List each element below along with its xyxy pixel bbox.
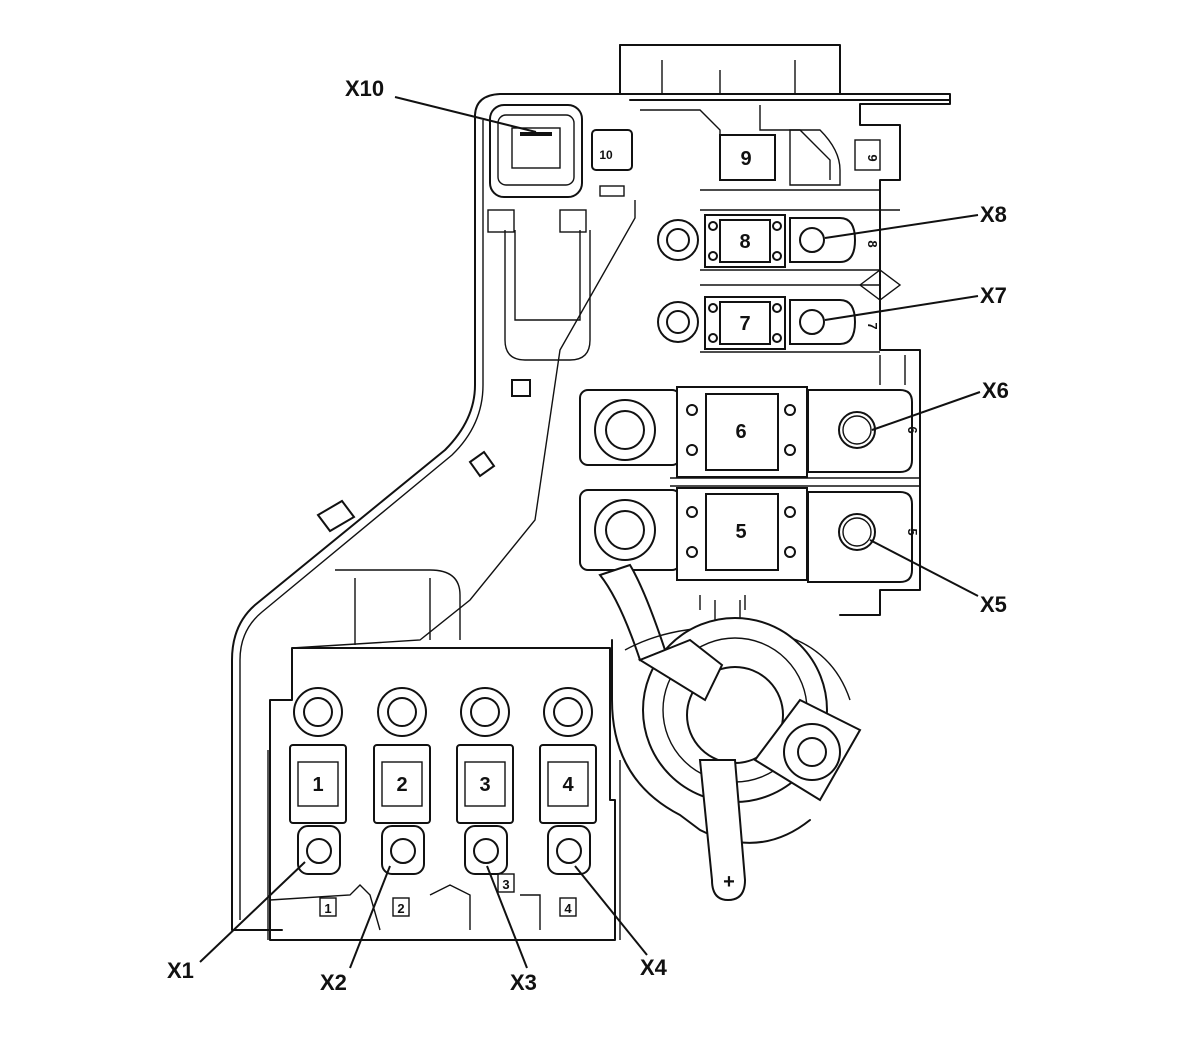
callout-labels: X10 X8 X7 X6 X5 X1 X2 X3 X4 — [167, 76, 1009, 995]
slot-9-label: 9 — [865, 154, 880, 161]
callout-x4: X4 — [640, 955, 668, 980]
fuse-5-6-area — [579, 355, 920, 583]
positive-terminal-symbol: + — [723, 871, 735, 893]
fuse-1-4-block — [267, 647, 621, 941]
slot-2-label: 2 — [397, 901, 404, 916]
slot-3-label: 3 — [502, 877, 509, 892]
fuse-9-area — [629, 99, 951, 211]
fuse-8-label: 8 — [739, 231, 750, 253]
callout-x10: X10 — [345, 76, 384, 101]
fuse-3-label: 3 — [479, 774, 490, 796]
fuse-4-label: 4 — [562, 774, 574, 796]
fuse-numbers: 1 2 3 4 5 6 7 8 9 10 — [312, 148, 751, 796]
slot-4-label: 4 — [564, 901, 572, 916]
fuse-10-label: 10 — [599, 148, 613, 162]
callout-x6: X6 — [982, 378, 1009, 403]
output-terminals — [297, 825, 591, 875]
fuse-7-8-area — [657, 214, 902, 353]
slot-5-label: 5 — [905, 528, 920, 535]
battery-terminal: + — [598, 563, 862, 902]
leader-lines — [199, 96, 981, 969]
fuse-2-label: 2 — [396, 774, 407, 796]
callout-x3: X3 — [510, 970, 537, 995]
slot-6-label: 6 — [905, 426, 920, 433]
callout-x1: X1 — [167, 958, 194, 983]
slot-numbers: 1 2 3 4 5 6 7 8 9 — [319, 154, 920, 917]
fuse-5-label: 5 — [735, 521, 746, 543]
housing-outline — [231, 44, 951, 931]
slot-7-label: 7 — [865, 322, 880, 329]
studs — [293, 687, 593, 737]
callout-x2: X2 — [320, 970, 347, 995]
slot-8-label: 8 — [865, 240, 880, 247]
fuse-9-label: 9 — [740, 148, 751, 170]
fuse-bodies — [289, 744, 597, 824]
fuse-1-label: 1 — [312, 774, 323, 796]
callout-x5: X5 — [980, 592, 1007, 617]
fuse-6-label: 6 — [735, 421, 746, 443]
callout-x7: X7 — [980, 283, 1007, 308]
fuse-7-label: 7 — [739, 313, 750, 335]
slot-1-label: 1 — [324, 901, 331, 916]
callout-x8: X8 — [980, 202, 1007, 227]
